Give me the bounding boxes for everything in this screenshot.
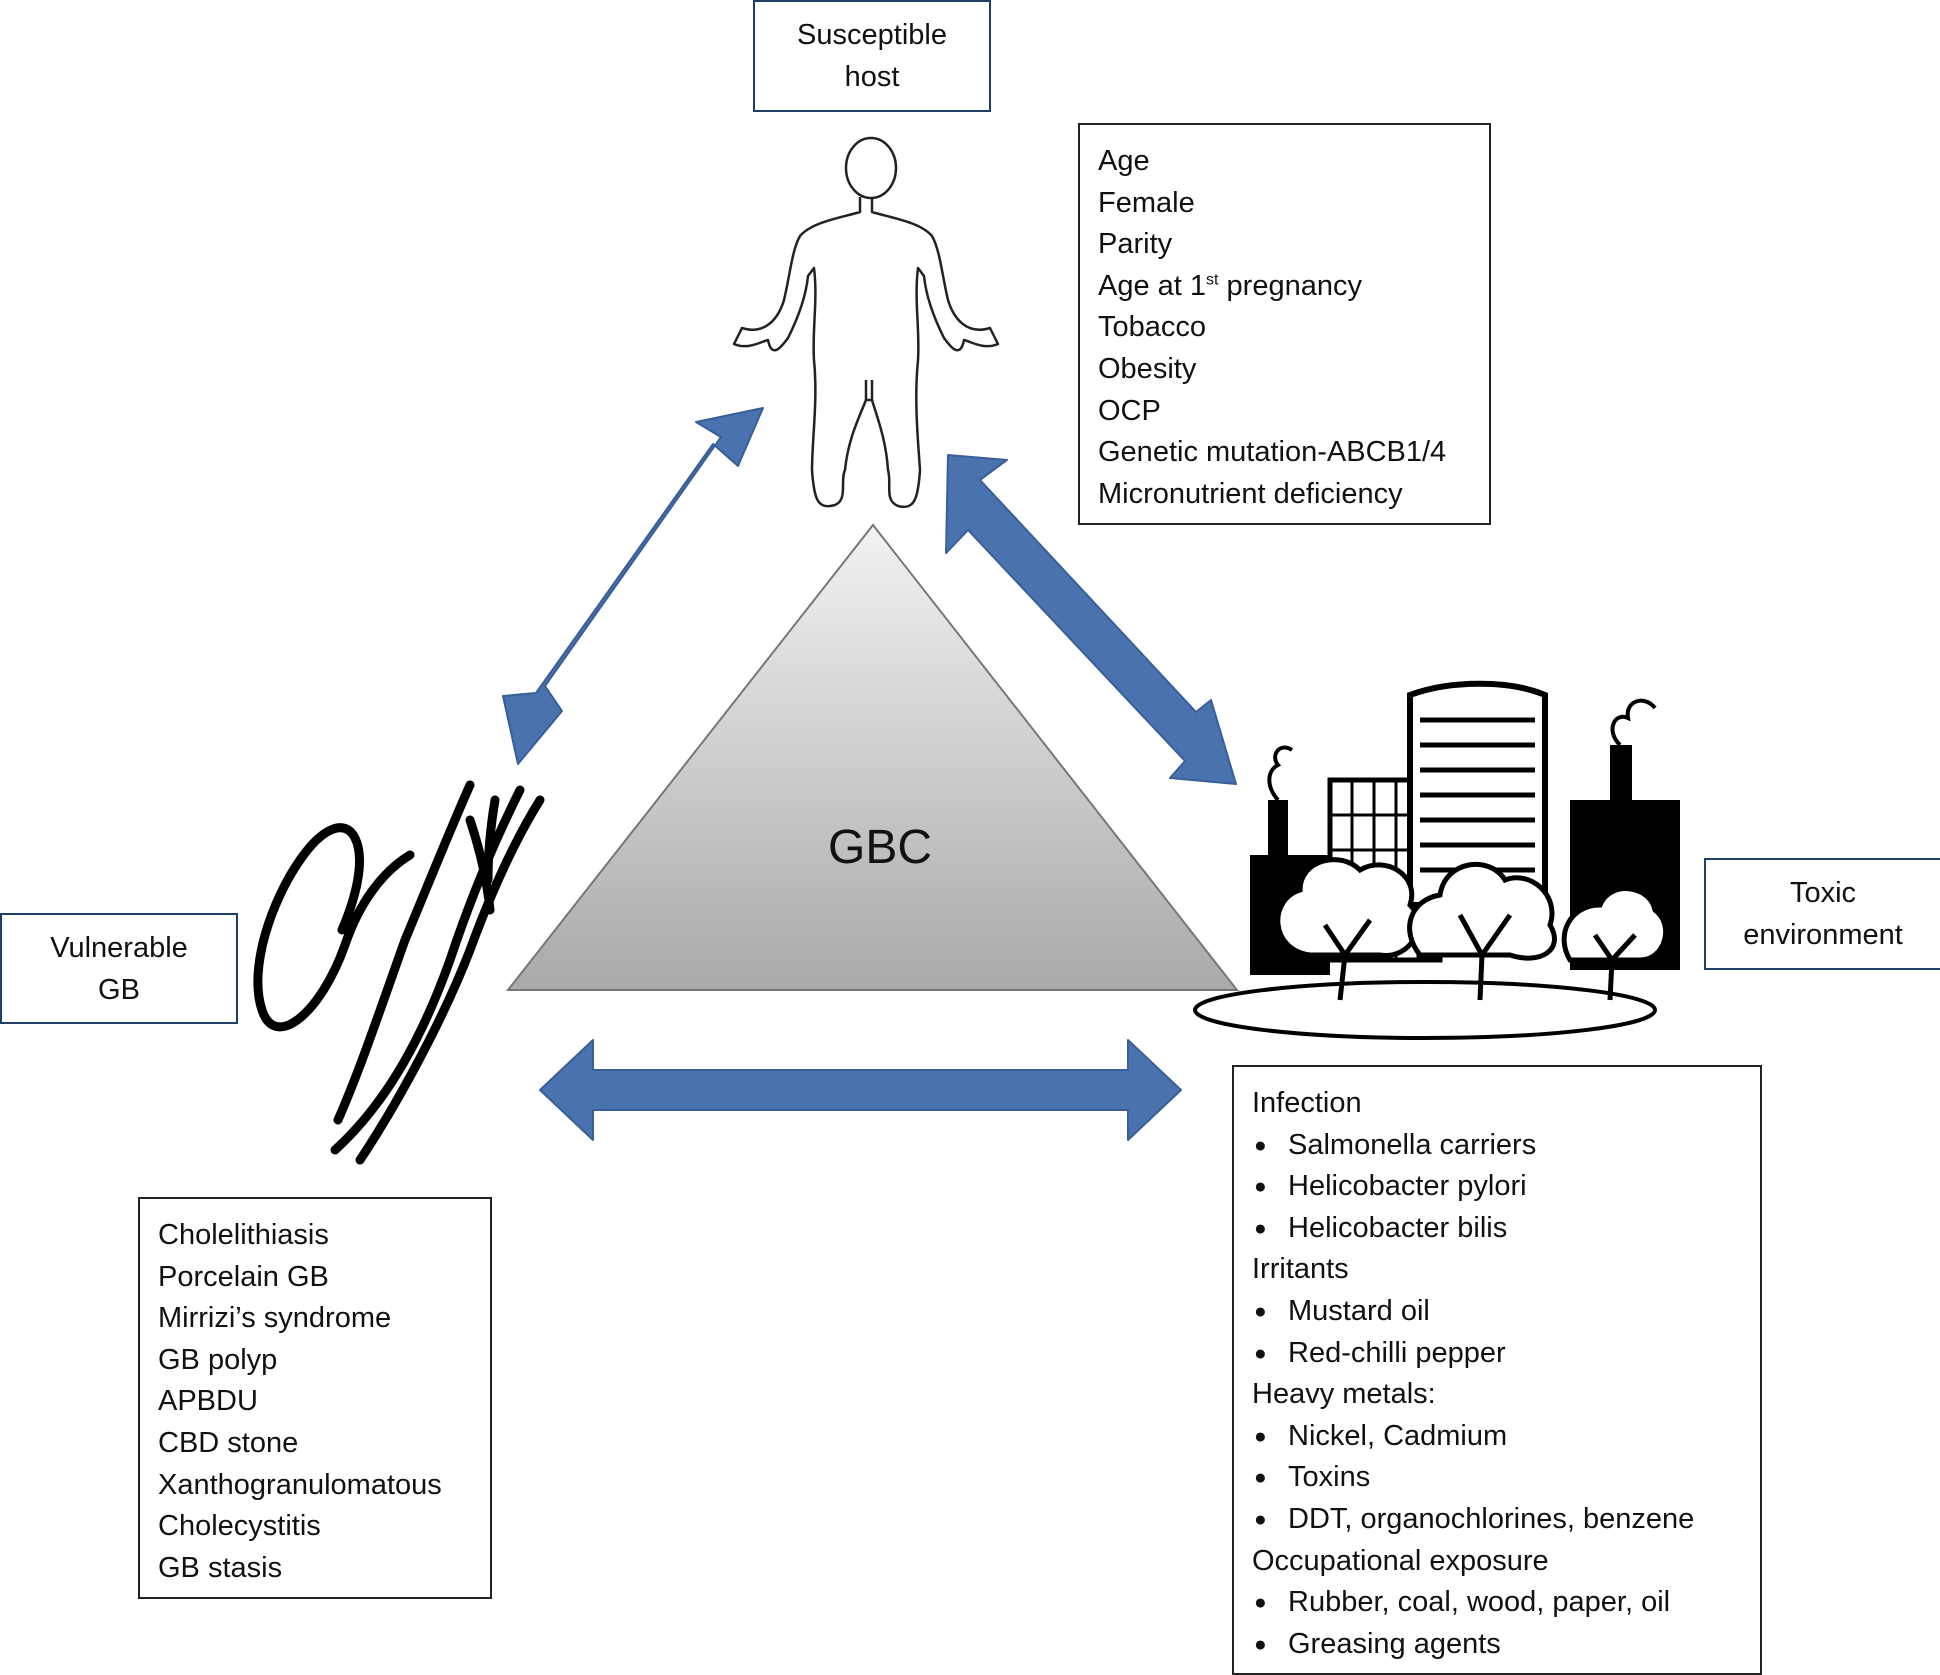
label-susceptible-host-line1: Susceptible	[797, 19, 947, 51]
gb-condition: Mirrizi’s syndrome	[158, 1302, 392, 1335]
label-vulnerable-gb-line2: GB	[98, 973, 140, 1006]
host-factor: Genetic mutation-ABCB1/4	[1098, 436, 1447, 469]
host-factor-first-pregnancy: Age at 1st pregnancy	[1098, 266, 1489, 308]
host-factor: OCP	[1098, 394, 1161, 427]
host-factors-list: Age Female Parity Age at 1st pregnancy T…	[1078, 123, 1491, 525]
env-group-title-occupational: Occupational exposure	[1252, 1544, 1549, 1577]
arrow-host-environment	[945, 454, 1237, 785]
env-item: Rubber, coal, wood, paper, oil	[1252, 1582, 1760, 1624]
label-toxic-environment-line1: Toxic	[1789, 877, 1857, 909]
human-figure-icon	[732, 136, 1000, 509]
env-item: DDT, organochlorines, benzene	[1252, 1499, 1760, 1541]
env-item: Helicobacter pylori	[1252, 1166, 1760, 1208]
label-susceptible-host: Susceptible host	[753, 0, 991, 112]
env-item: Salmonella carriers	[1252, 1125, 1760, 1167]
gb-conditions-list: Cholelithiasis Porcelain GB Mirrizi’s sy…	[138, 1197, 492, 1599]
gbc-label: GBC	[827, 821, 932, 874]
gb-condition: Cholelithiasis	[158, 1219, 329, 1251]
gb-condition: CBD stone	[158, 1426, 299, 1459]
city-factory-trees-icon	[1193, 680, 1680, 1040]
host-factor: Parity	[1098, 228, 1173, 261]
host-factor: Tobacco	[1098, 311, 1207, 344]
gb-condition: GB stasis	[158, 1551, 283, 1584]
gallbladder-icon	[253, 780, 545, 1165]
env-item: Toxins	[1252, 1457, 1760, 1499]
gb-condition: Cholecystitis	[158, 1510, 321, 1543]
host-factor: Female	[1098, 186, 1195, 219]
env-item: Nickel, Cadmium	[1252, 1416, 1760, 1458]
gb-condition: GB polyp	[158, 1343, 278, 1376]
host-factor-first-pregnancy-post: pregnancy	[1218, 269, 1362, 302]
env-item: Mustard oil	[1252, 1291, 1760, 1333]
gbc-triangle	[505, 523, 1240, 991]
gb-condition: Xanthogranulomatous	[158, 1468, 442, 1501]
label-vulnerable-gb-line1: Vulnerable	[50, 931, 188, 964]
host-factor: Obesity	[1098, 352, 1197, 385]
env-group-title-infection: Infection	[1252, 1087, 1362, 1119]
label-toxic-environment-line2: environment	[1743, 919, 1903, 951]
label-susceptible-host-line2: host	[844, 61, 900, 93]
env-group-title-heavy-metals: Heavy metals:	[1252, 1378, 1436, 1411]
arrow-host-gb	[502, 407, 764, 765]
environment-factors-list: Infection Salmonella carriers Helicobact…	[1232, 1065, 1762, 1675]
host-factor: Age	[1098, 145, 1150, 177]
gb-condition: APBDU	[158, 1385, 258, 1418]
env-item: Red-chilli pepper	[1252, 1333, 1760, 1375]
gb-condition: Porcelain GB	[158, 1260, 329, 1293]
env-item: Greasing agents	[1252, 1624, 1760, 1666]
label-toxic-environment: Toxic environment	[1704, 858, 1940, 970]
env-group-title-irritants: Irritants	[1252, 1253, 1349, 1286]
host-factor-first-pregnancy-sup: st	[1206, 271, 1219, 289]
arrow-gb-environment	[539, 1039, 1182, 1141]
env-item: Helicobacter bilis	[1252, 1208, 1760, 1250]
label-vulnerable-gb: Vulnerable GB	[0, 913, 238, 1024]
host-factor: Micronutrient deficiency	[1098, 477, 1403, 510]
host-factor-first-pregnancy-pre: Age at 1	[1098, 269, 1207, 302]
